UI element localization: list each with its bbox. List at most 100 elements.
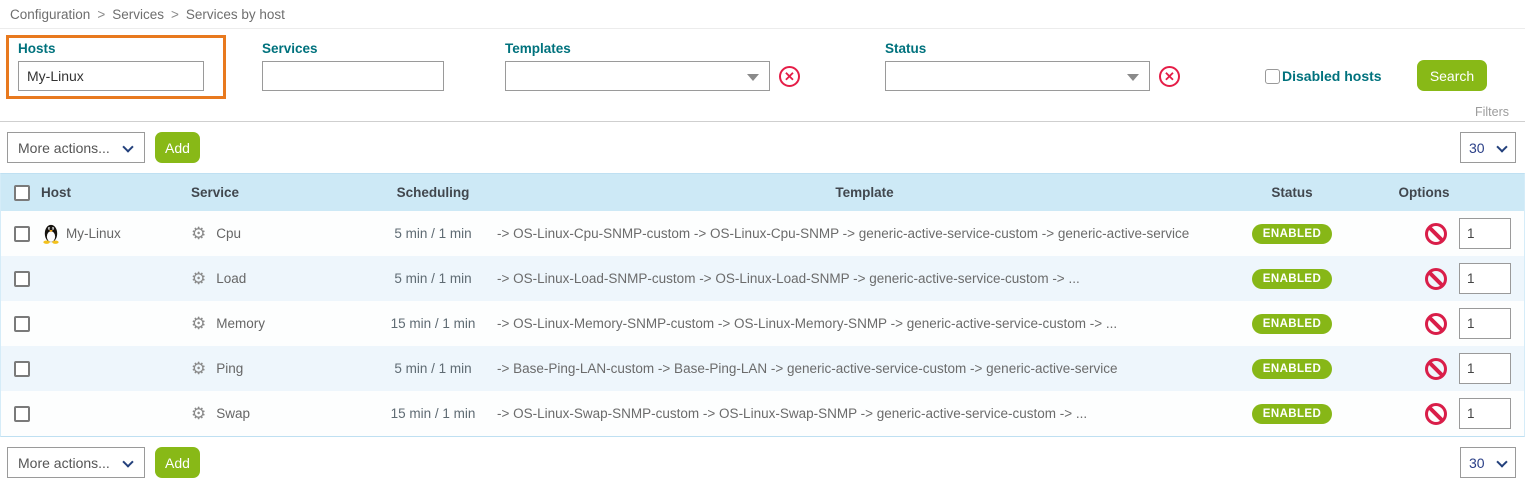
host-cell: My-Linux xyxy=(41,223,191,244)
chevron-down-icon xyxy=(747,74,759,81)
filters-caption: Filters xyxy=(1474,105,1509,119)
templates-filter-group: Templates ✕ xyxy=(505,41,800,91)
options-cell xyxy=(1352,263,1524,294)
more-actions-select-bottom[interactable]: More actions... xyxy=(7,447,145,478)
service-cell: ⚙ Memory xyxy=(191,315,369,332)
template-cell: -> OS-Linux-Memory-SNMP-custom -> OS-Lin… xyxy=(497,316,1118,331)
prohibition-icon[interactable] xyxy=(1425,267,1447,290)
template-cell: -> Base-Ping-LAN-custom -> Base-Ping-LAN… xyxy=(497,361,1118,376)
chevron-down-icon xyxy=(122,141,134,153)
service-name-link[interactable]: Memory xyxy=(216,316,266,331)
more-actions-select[interactable]: More actions... xyxy=(7,132,145,163)
status-cell: ENABLED xyxy=(1232,268,1352,289)
header-template[interactable]: Template xyxy=(835,185,894,200)
prohibition-icon[interactable] xyxy=(1425,357,1447,380)
bottom-toolbar: More actions... Add 30 xyxy=(0,437,1525,488)
status-badge: ENABLED xyxy=(1251,313,1333,334)
row-checkbox-cell xyxy=(1,360,41,377)
hosts-filter-group: Hosts xyxy=(6,35,226,99)
disabled-hosts-toggle[interactable]: Disabled hosts xyxy=(1265,68,1382,84)
services-filter-label: Services xyxy=(262,41,318,56)
status-badge: ENABLED xyxy=(1251,403,1333,424)
status-cell: ENABLED xyxy=(1232,403,1352,424)
gear-icon: ⚙ xyxy=(191,314,207,333)
scheduling-cell: 5 min / 1 min xyxy=(394,361,472,376)
search-button[interactable]: Search xyxy=(1417,60,1487,91)
prohibition-icon[interactable] xyxy=(1425,402,1447,425)
host-cell xyxy=(41,313,191,334)
templates-filter-select[interactable] xyxy=(505,61,770,91)
header-host[interactable]: Host xyxy=(41,185,71,200)
gear-icon: ⚙ xyxy=(191,359,207,378)
page-size-value: 30 xyxy=(1469,454,1485,471)
row-checkbox[interactable] xyxy=(14,405,30,422)
prohibition-icon[interactable] xyxy=(1425,222,1447,245)
options-input[interactable] xyxy=(1459,218,1511,249)
options-cell xyxy=(1352,308,1524,339)
row-checkbox-cell xyxy=(1,315,41,332)
template-cell: -> OS-Linux-Swap-SNMP-custom -> OS-Linux… xyxy=(497,406,1088,421)
prohibition-icon[interactable] xyxy=(1425,312,1447,335)
header-status[interactable]: Status xyxy=(1271,185,1313,200)
chevron-down-icon xyxy=(1496,456,1508,468)
select-all-checkbox[interactable] xyxy=(14,184,30,201)
status-filter-select[interactable] xyxy=(885,61,1150,91)
status-clear-icon[interactable]: ✕ xyxy=(1159,65,1180,87)
chevron-down-icon xyxy=(122,456,134,468)
services-filter-group: Services xyxy=(262,41,444,91)
status-cell: ENABLED xyxy=(1232,358,1352,379)
host-name-link[interactable]: My-Linux xyxy=(66,226,121,241)
breadcrumb-services-by-host[interactable]: Services by host xyxy=(185,7,285,22)
service-cell: ⚙ Cpu xyxy=(191,225,369,242)
table-row: My-Linux ⚙ Cpu 5 min / 1 min -> OS-Linux… xyxy=(1,211,1524,256)
add-button[interactable]: Add xyxy=(155,132,200,163)
row-checkbox[interactable] xyxy=(14,270,30,287)
page-size-select[interactable]: 30 xyxy=(1460,132,1516,163)
disabled-hosts-checkbox[interactable] xyxy=(1265,68,1280,84)
breadcrumb-separator: > xyxy=(97,7,106,22)
service-name-link[interactable]: Ping xyxy=(216,361,244,376)
header-service[interactable]: Service xyxy=(191,185,240,200)
hosts-filter-input[interactable] xyxy=(18,61,204,91)
linux-penguin-icon xyxy=(41,223,61,244)
scheduling-cell: 15 min / 1 min xyxy=(390,406,476,421)
page-size-select-bottom[interactable]: 30 xyxy=(1460,447,1516,478)
add-button-bottom[interactable]: Add xyxy=(155,447,200,478)
status-badge: ENABLED xyxy=(1251,268,1333,289)
service-name-link[interactable]: Load xyxy=(216,271,247,286)
scheduling-cell: 15 min / 1 min xyxy=(390,316,476,331)
options-input[interactable] xyxy=(1459,308,1511,339)
scheduling-cell: 5 min / 1 min xyxy=(394,271,472,286)
options-input[interactable] xyxy=(1459,263,1511,294)
status-filter-group: Status ✕ xyxy=(885,41,1180,91)
gear-icon: ⚙ xyxy=(191,269,207,288)
service-name-link[interactable]: Swap xyxy=(216,406,251,421)
service-cell: ⚙ Load xyxy=(191,270,369,287)
table-row: ⚙ Swap 15 min / 1 min -> OS-Linux-Swap-S… xyxy=(1,391,1524,436)
chevron-down-icon xyxy=(1496,141,1508,153)
templates-clear-icon[interactable]: ✕ xyxy=(779,65,800,87)
template-cell: -> OS-Linux-Cpu-SNMP-custom -> OS-Linux-… xyxy=(497,226,1190,241)
breadcrumb-configuration[interactable]: Configuration xyxy=(10,7,91,22)
service-name-link[interactable]: Cpu xyxy=(216,226,242,241)
row-checkbox-cell xyxy=(1,270,41,287)
breadcrumb-services[interactable]: Services xyxy=(112,7,164,22)
row-checkbox[interactable] xyxy=(14,225,30,242)
service-cell: ⚙ Ping xyxy=(191,360,369,377)
disabled-hosts-label: Disabled hosts xyxy=(1282,68,1382,84)
row-checkbox-cell xyxy=(1,405,41,422)
breadcrumb-separator: > xyxy=(170,7,179,22)
row-checkbox[interactable] xyxy=(14,360,30,377)
options-input[interactable] xyxy=(1459,353,1511,384)
templates-filter-label: Templates xyxy=(505,41,571,56)
header-options[interactable]: Options xyxy=(1398,185,1450,200)
host-cell xyxy=(41,268,191,289)
more-actions-label: More actions... xyxy=(18,139,110,156)
table-row: ⚙ Ping 5 min / 1 min -> Base-Ping-LAN-cu… xyxy=(1,346,1524,391)
gear-icon: ⚙ xyxy=(191,404,207,423)
options-input[interactable] xyxy=(1459,398,1511,429)
services-filter-input[interactable] xyxy=(262,61,444,91)
more-actions-label: More actions... xyxy=(18,454,110,471)
row-checkbox[interactable] xyxy=(14,315,30,332)
header-scheduling[interactable]: Scheduling xyxy=(396,185,470,200)
